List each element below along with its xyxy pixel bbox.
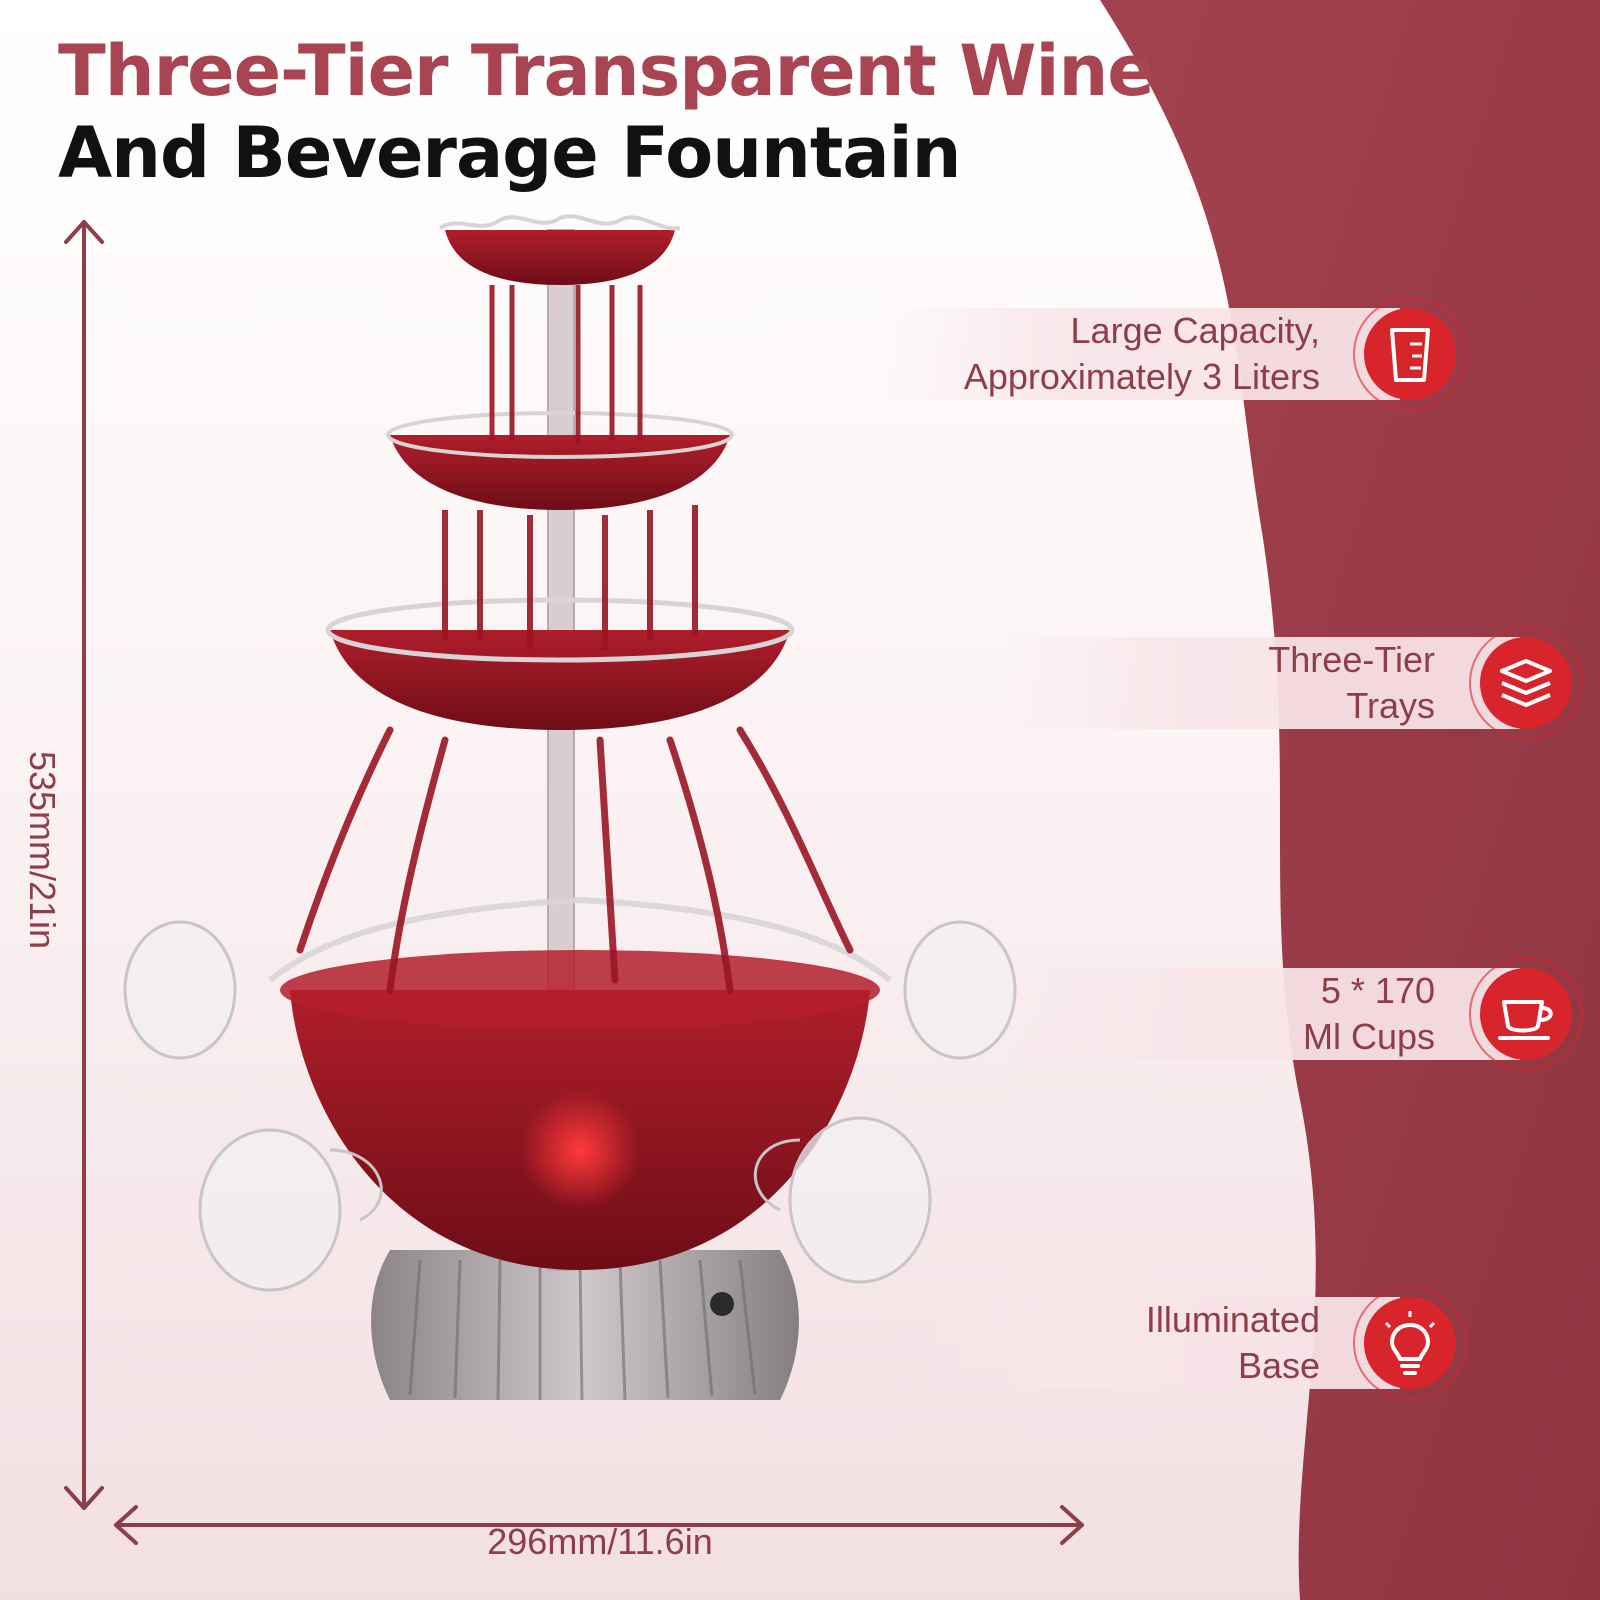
coffee-cup-icon: [1466, 954, 1586, 1074]
feature-trays-label: Three-Tier Trays: [1268, 639, 1435, 726]
cups: [123, 920, 1017, 1292]
feature-band-base: [880, 1297, 1400, 1389]
height-arrow-bottom: [64, 1486, 104, 1510]
width-arrow-left: [114, 1505, 138, 1545]
width-arrow-right: [1060, 1505, 1084, 1545]
width-dimension-label: 296mm/11.6in: [487, 1521, 713, 1562]
feature-cups-label: 5 * 170 Ml Cups: [1302, 970, 1435, 1057]
feature-base-label: Illuminated Base: [1145, 1299, 1320, 1386]
feature-capacity-label: Large Capacity, Approximately 3 Liters: [963, 310, 1320, 397]
title-line-2: And Beverage Fountain: [58, 112, 961, 194]
feature-band-cups: [1000, 968, 1520, 1060]
stacked-trays-icon: [1466, 623, 1586, 743]
feature-band-trays: [1000, 637, 1520, 729]
fountain-base: [371, 1250, 799, 1400]
light-glow: [520, 1090, 640, 1210]
tray-2: [390, 435, 730, 510]
feature-band-capacity: [880, 308, 1400, 400]
title-line-1: Three-Tier Transparent Wine: [58, 30, 1155, 112]
fountain-illustration: [123, 214, 1017, 1401]
tray-3: [330, 630, 790, 730]
height-arrow-top: [64, 220, 104, 244]
power-switch-icon: [710, 1292, 734, 1316]
height-dimension-label: 535mm/21in: [22, 750, 63, 950]
light-bulb-icon: [1350, 1283, 1470, 1403]
measuring-cup-icon: [1350, 294, 1470, 414]
tray-1: [445, 230, 675, 285]
